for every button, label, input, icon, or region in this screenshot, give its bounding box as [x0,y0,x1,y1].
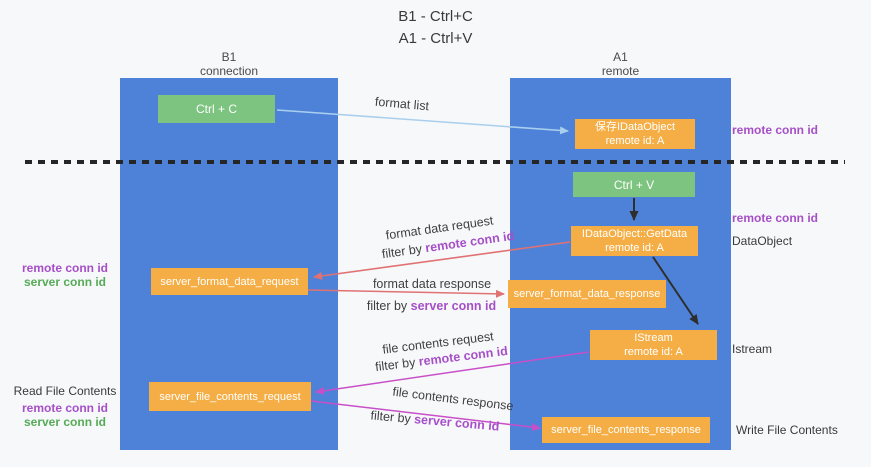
node-istream: IStream remote id: A [590,330,717,360]
node-ctrl-v: Ctrl + V [573,172,695,197]
node-server-file-contents-request: server_file_contents_request [149,382,311,411]
annotation-format-conn-ids: remote conn id server conn id [14,261,116,289]
node-idataobject-getdata-line2: remote id: A [605,242,664,254]
filter-by-text-2: filter by [366,299,408,313]
server-conn-id-text-2: server conn id [413,412,500,434]
node-server-file-contents-response: server_file_contents_response [542,417,710,443]
lane-header-a1: A1 remote [510,50,731,78]
lane-b1-role: connection [199,64,259,78]
session-divider-dashed-line [25,160,845,164]
node-server-file-contents-request-label: server_file_contents_request [159,390,301,403]
annotation-write-file-contents: Write File Contents [736,423,838,437]
node-server-format-data-request: server_format_data_request [151,268,308,295]
annotation-dataobject: DataObject [732,234,793,248]
title-line-1: B1 - Ctrl+C [398,8,473,25]
filter-by-text-4: filter by [370,408,412,426]
edge-label-filter-server-2: filter by server conn id [360,407,511,434]
annotation-read-file-contents-block: Read File Contents remote conn id server… [10,384,120,429]
node-ctrl-c: Ctrl + C [158,95,275,123]
lane-b1-name: B1 [221,50,237,64]
node-server-format-data-response-label: server_format_data_response [513,288,661,300]
annotation-remote-conn-id-paste: remote conn id [732,211,819,225]
filter-by-text-1: filter by [380,241,423,262]
annotation-format-remote-conn-id: remote conn id [21,261,108,275]
node-server-file-contents-response-label: server_file_contents_response [551,424,701,436]
title-line-2: A1 - Ctrl+V [398,30,473,47]
lane-a1-role: remote [601,64,640,78]
annotation-istream: Istream [732,342,773,356]
edge-label-filter-server-1: filter by server conn id [358,299,505,313]
node-idataobject-getdata: IDataObject::GetData remote id: A [571,226,698,256]
filter-by-text-3: filter by [374,355,417,375]
lane-a1-name: A1 [613,50,628,64]
diagram-title: B1 - Ctrl+C A1 - Ctrl+V [0,6,871,50]
annotation-remote-conn-id-save: remote conn id [732,123,819,137]
annotation-read-remote-conn-id: remote conn id [21,401,108,415]
annotation-format-server-conn-id: server conn id [23,275,107,289]
node-server-format-data-request-label: server_format_data_request [160,275,299,288]
node-idataobject-getdata-line1: IDataObject::GetData [581,228,688,240]
node-save-idataobject: 保存IDataObject remote id: A [575,119,695,149]
edge-label-format-data-response: format data response [372,277,492,291]
node-ctrl-v-label: Ctrl + V [613,177,655,192]
annotation-read-server-conn-id: server conn id [23,415,107,429]
node-ctrl-c-label: Ctrl + C [195,102,237,116]
lane-header-b1: B1 connection [120,50,338,78]
node-istream-line1: IStream [634,332,673,344]
node-istream-line2: remote id: A [624,346,683,358]
node-save-idataobject-line2: remote id: A [605,135,665,147]
server-conn-id-text-1: server conn id [410,299,497,313]
annotation-read-file-contents: Read File Contents [13,384,117,398]
node-server-format-data-response: server_format_data_response [508,280,666,308]
node-save-idataobject-line1: 保存IDataObject [594,121,676,133]
edge-label-format-list: format list [374,94,430,114]
